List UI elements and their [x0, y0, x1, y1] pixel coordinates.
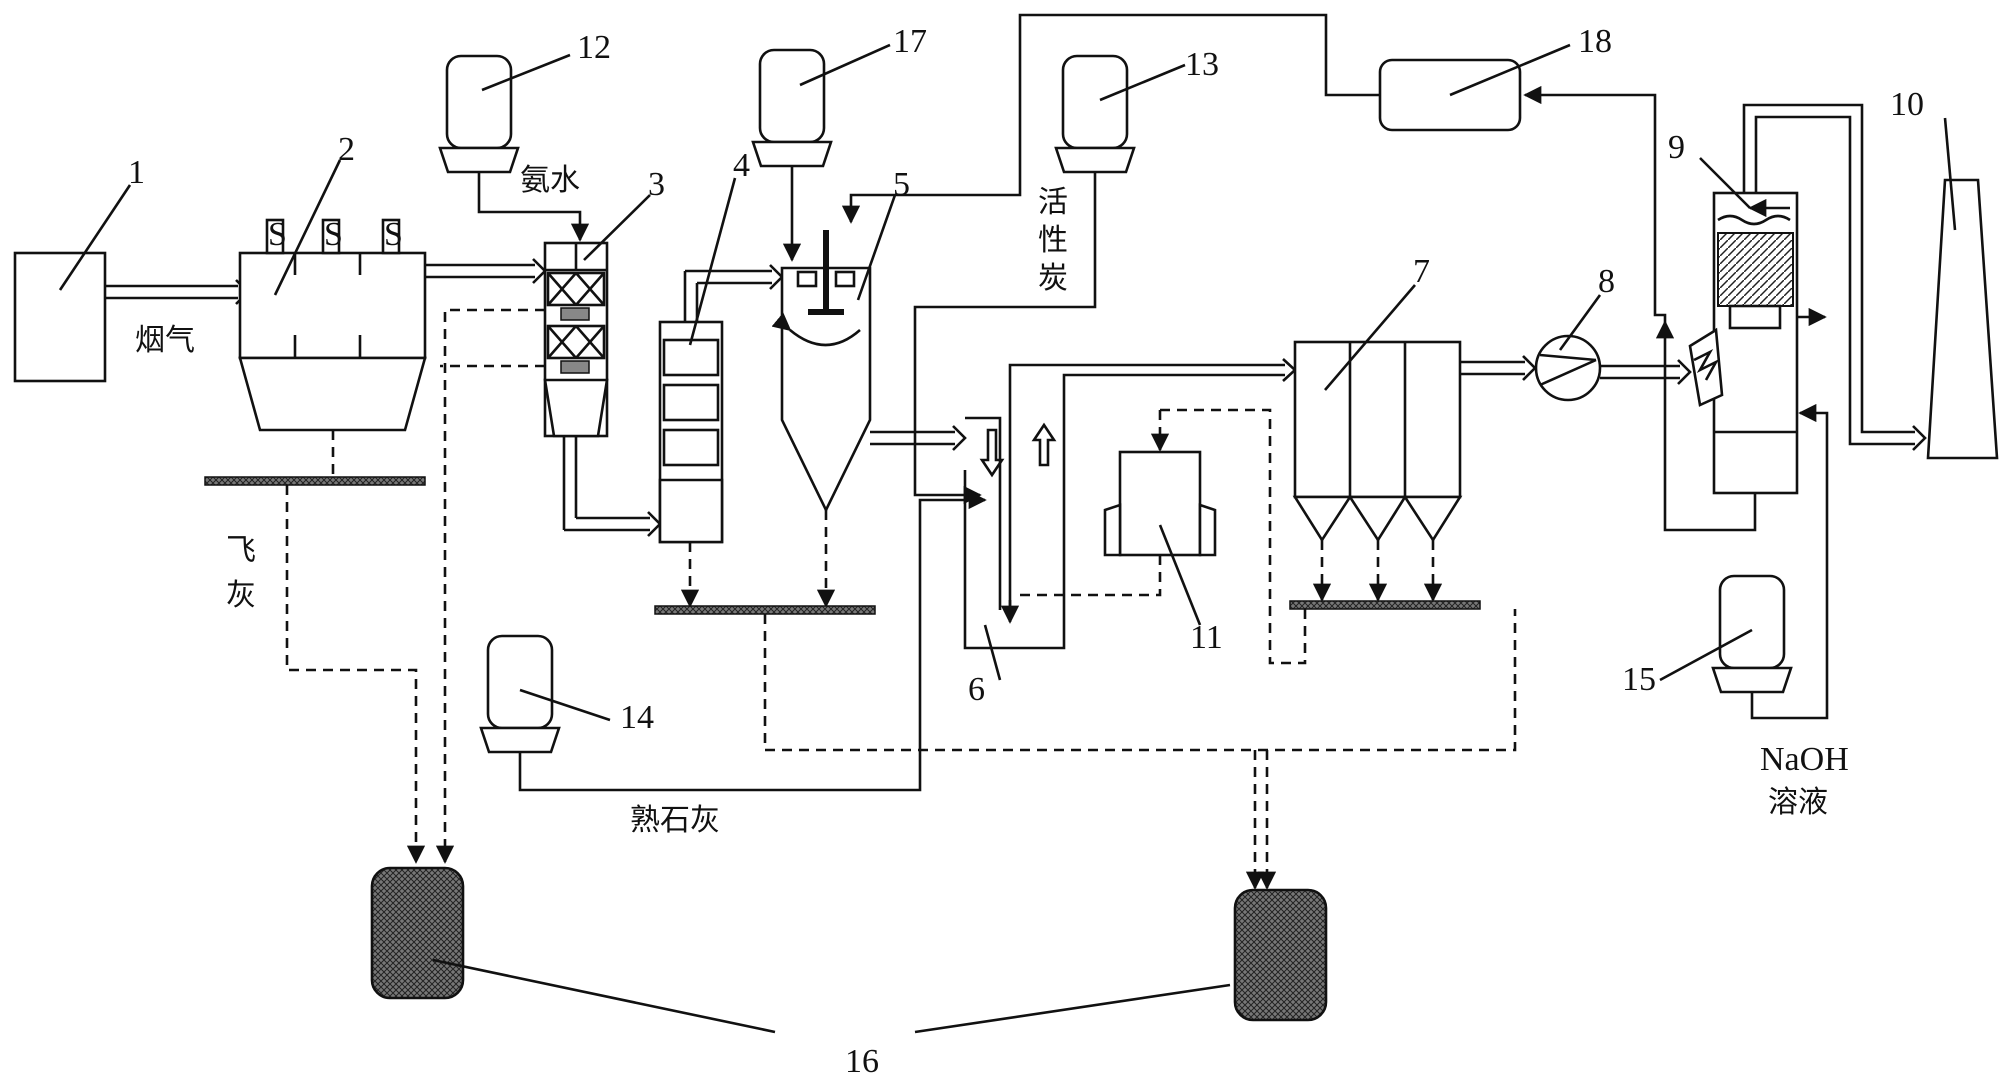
label-activated-carbon-3: 炭	[1038, 261, 1068, 296]
ash-drop-3a	[435, 308, 545, 864]
ammonia-feed-line	[477, 172, 590, 242]
flue-gas-pipe-1-2	[105, 279, 250, 305]
unit-4-column	[658, 320, 724, 544]
label-flue-gas: 烟气	[135, 323, 195, 358]
label-9: 9	[1668, 129, 1685, 166]
label-11: 11	[1190, 619, 1223, 656]
unit-7-bagfilter	[1292, 340, 1463, 543]
tank-14	[479, 634, 561, 754]
label-fly-ash-2: 灰	[226, 578, 256, 613]
label-3: 3	[648, 166, 665, 203]
flue-gas-pipe-4-5	[683, 264, 784, 322]
flue-gas-pipe-2-3	[425, 258, 547, 284]
ash-conveyor-1	[204, 476, 426, 486]
label-18: 18	[1578, 23, 1612, 60]
label-5: 5	[893, 166, 910, 203]
tank-15	[1711, 574, 1793, 694]
unit-3-reactor	[543, 241, 609, 438]
fly-ash-line	[285, 485, 426, 864]
recirculation-line	[841, 13, 1380, 224]
label-ammonia-water: 氨水	[520, 163, 580, 198]
label-8: 8	[1598, 263, 1615, 300]
label-10: 10	[1890, 86, 1924, 123]
flue-gas-pipe-8-9	[1600, 359, 1692, 385]
svg-text:S: S	[268, 216, 287, 253]
slaked-lime-line	[518, 490, 987, 792]
label-slaked-lime: 熟石灰	[630, 803, 720, 838]
ash-conveyor-2	[654, 605, 876, 615]
flue-gas-pipe-9-10	[1742, 103, 1927, 451]
label-1: 1	[128, 154, 145, 191]
label-14: 14	[620, 699, 654, 736]
label-6: 6	[968, 671, 985, 708]
unit-1-box	[13, 251, 107, 383]
label-7: 7	[1413, 253, 1430, 290]
label-activated-carbon-1: 活	[1038, 185, 1068, 220]
leader-lines	[58, 43, 1957, 1034]
label-activated-carbon-2: 性	[1038, 223, 1068, 258]
label-solution: 溶液	[1768, 785, 1828, 820]
svg-text:S: S	[384, 216, 403, 253]
label-12: 12	[577, 29, 611, 66]
label-naoh: NaOH	[1760, 741, 1849, 778]
label-17: 17	[893, 23, 927, 60]
unit-8-fan	[1534, 334, 1602, 402]
tank-12	[438, 54, 520, 174]
label-13: 13	[1185, 46, 1219, 83]
recycle-out	[1015, 555, 1162, 597]
storage-bin-16b	[1233, 888, 1328, 1022]
unit-10-stack	[1926, 178, 1999, 460]
label-4: 4	[733, 147, 750, 184]
label-15: 15	[1622, 661, 1656, 698]
ash-conveyor-3	[1289, 600, 1481, 610]
activated-carbon-line	[913, 172, 1097, 505]
unit-2-vessel: S S S	[238, 216, 427, 432]
line-to-18	[1523, 85, 1667, 322]
recycle-return	[1160, 408, 1307, 665]
tank-17	[751, 48, 833, 168]
storage-bin-16a	[370, 866, 465, 1000]
ash-return-line	[763, 609, 1517, 752]
unit-5-reactor	[771, 230, 872, 513]
naoh-feed-line	[1750, 403, 1829, 720]
flue-gas-pipe-7-8	[1460, 355, 1537, 381]
scrubber-recirc	[1655, 320, 1757, 532]
tank-13	[1054, 54, 1136, 174]
flue-gas-pipe-3-4	[562, 436, 662, 537]
svg-text:S: S	[324, 216, 343, 253]
unit-6-duct	[963, 358, 1297, 650]
unit-9-scrubber	[1688, 191, 1799, 495]
label-16: 16	[845, 1043, 879, 1080]
unit-11-hopper	[1103, 450, 1217, 557]
flue-gas-pipe-5-6	[870, 425, 967, 451]
label-fly-ash-1: 飞	[226, 533, 256, 568]
label-2: 2	[338, 131, 355, 168]
